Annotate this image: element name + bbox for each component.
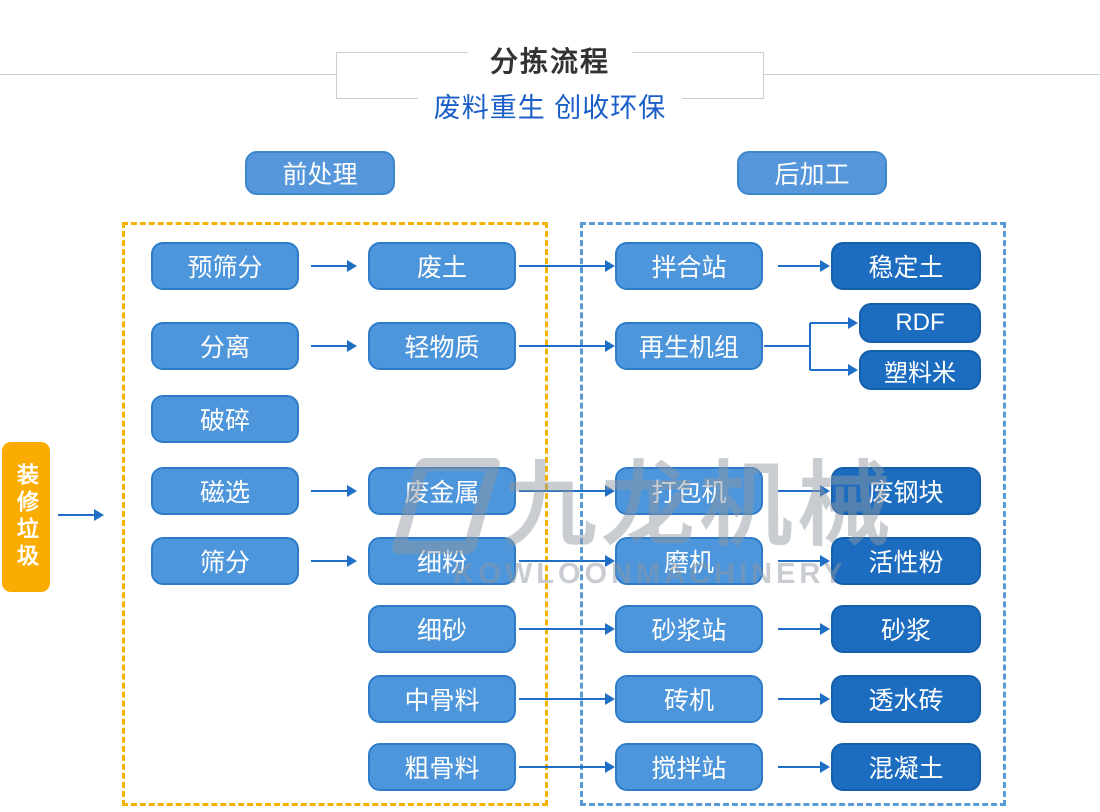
- page-subtitle-row: 废料重生 创收环保: [0, 86, 1100, 125]
- arrow-baler-to-scrap-steel: [778, 485, 830, 497]
- arrow-screening-to-fine-powder: [311, 555, 357, 567]
- node-recycling-unit: 再生机组: [615, 322, 763, 370]
- node-fine-powder: 细粉: [368, 537, 516, 585]
- node-baler: 打包机: [615, 467, 763, 515]
- arrow-fine-powder-to-mill: [519, 555, 615, 567]
- node-separation: 分离: [151, 322, 299, 370]
- arrow-mixing-station-to-stabilized-soil: [778, 260, 830, 272]
- arrow-light-material-to-recycling-unit: [519, 340, 615, 352]
- node-brick-machine: 砖机: [615, 675, 763, 723]
- pre-processing-group-box: [122, 222, 548, 806]
- arrow-recycling-unit-to-plastic-pellets: [810, 364, 858, 376]
- node-scrap-metal: 废金属: [368, 467, 516, 515]
- node-crushing: 破碎: [151, 395, 299, 443]
- node-coarse-aggregate: 粗骨料: [368, 743, 516, 791]
- node-fine-sand: 细砂: [368, 605, 516, 653]
- node-stabilized-soil: 稳定土: [831, 242, 981, 290]
- arrow-brick-machine-to-permeable-brick: [778, 693, 830, 705]
- node-mixing-station: 拌合站: [615, 242, 763, 290]
- arrow-mill-to-active-powder: [778, 555, 830, 567]
- arrow-recycling-unit-to-rdf: [810, 317, 858, 329]
- node-magnetic-separation: 磁选: [151, 467, 299, 515]
- source-renovation-waste: 装修垃圾: [2, 442, 50, 592]
- arrow-mortar-station-to-mortar: [778, 623, 830, 635]
- header-left-line: [0, 74, 336, 75]
- arrow-medium-aggregate-to-brick-machine: [519, 693, 615, 705]
- node-waste-soil: 废土: [368, 242, 516, 290]
- node-light-material: 轻物质: [368, 322, 516, 370]
- stage-pre-processing: 前处理: [245, 151, 395, 195]
- node-screening: 筛分: [151, 537, 299, 585]
- arrow-magnetic-to-scrap-metal: [311, 485, 357, 497]
- stage-post-processing: 后加工: [737, 151, 887, 195]
- arrow-separation-to-light-material: [311, 340, 357, 352]
- node-batching-station: 搅拌站: [615, 743, 763, 791]
- arrow-waste-soil-to-mixing-station: [519, 260, 615, 272]
- arrow-pre-screening-to-waste-soil: [311, 260, 357, 272]
- node-scrap-steel: 废钢块: [831, 467, 981, 515]
- post-processing-group-box: [580, 222, 1006, 806]
- page-subtitle: 废料重生 创收环保: [417, 86, 683, 125]
- node-mortar-station: 砂浆站: [615, 605, 763, 653]
- node-permeable-brick: 透水砖: [831, 675, 981, 723]
- node-medium-aggregate: 中骨料: [368, 675, 516, 723]
- node-mill: 磨机: [615, 537, 763, 585]
- node-concrete: 混凝土: [831, 743, 981, 791]
- node-active-powder: 活性粉: [831, 537, 981, 585]
- page-title: 分拣流程: [467, 40, 632, 80]
- node-rdf: RDF: [859, 303, 981, 343]
- node-plastic-pellets: 塑料米: [859, 350, 981, 390]
- arrow-source-to-group: [58, 509, 104, 521]
- arrow-fine-sand-to-mortar-station: [519, 623, 615, 635]
- header-right-line: [764, 74, 1100, 75]
- fork-stem-line: [764, 345, 810, 347]
- arrow-scrap-metal-to-baler: [519, 485, 615, 497]
- arrow-coarse-aggregate-to-batching-station: [519, 761, 615, 773]
- page-title-row: 分拣流程: [0, 40, 1100, 80]
- node-pre-screening: 预筛分: [151, 242, 299, 290]
- arrow-batching-station-to-concrete: [778, 761, 830, 773]
- node-mortar: 砂浆: [831, 605, 981, 653]
- fork-vertical-line: [809, 323, 811, 370]
